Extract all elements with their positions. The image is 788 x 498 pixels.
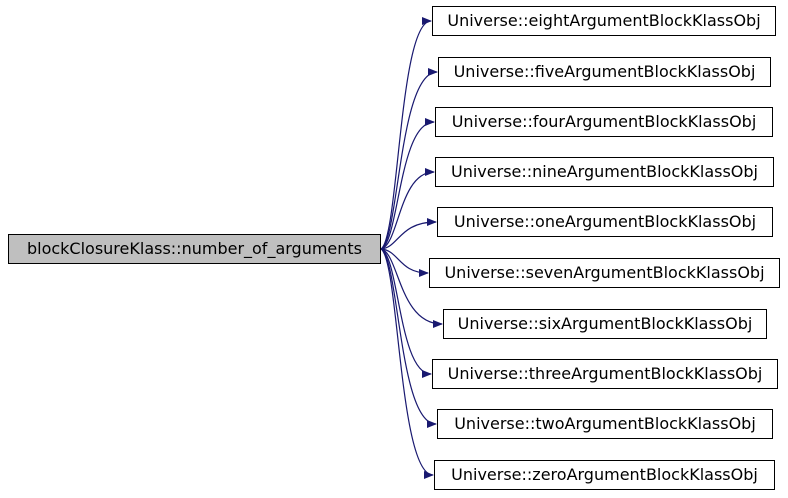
call-edge-6: [380, 248, 443, 328]
call-edge-3: [380, 168, 435, 250]
source-node-number-of-arguments: blockClosureKlass::number_of_arguments: [8, 234, 381, 264]
target-node-two-argument[interactable]: Universe::twoArgumentBlockKlassObj: [437, 409, 773, 439]
target-node-one-argument[interactable]: Universe::oneArgumentBlockKlassObj: [437, 207, 773, 237]
target-node-eight-argument[interactable]: Universe::eightArgumentBlockKlassObj: [432, 6, 776, 36]
target-node-three-argument[interactable]: Universe::threeArgumentBlockKlassObj: [432, 359, 778, 389]
target-node-six-argument[interactable]: Universe::sixArgumentBlockKlassObj: [443, 309, 767, 339]
call-edge-7: [380, 248, 432, 378]
target-node-zero-argument[interactable]: Universe::zeroArgumentBlockKlassObj: [434, 460, 775, 490]
target-node-four-argument[interactable]: Universe::fourArgumentBlockKlassObj: [435, 107, 773, 137]
target-node-seven-argument[interactable]: Universe::sevenArgumentBlockKlassObj: [429, 258, 780, 288]
call-edge-8: [380, 248, 437, 428]
target-node-nine-argument[interactable]: Universe::nineArgumentBlockKlassObj: [435, 157, 774, 187]
call-edge-0: [380, 17, 432, 250]
call-edge-1: [380, 68, 438, 250]
call-edge-9: [380, 248, 434, 479]
target-node-five-argument[interactable]: Universe::fiveArgumentBlockKlassObj: [438, 57, 771, 87]
call-edge-5: [380, 248, 429, 277]
call-edge-4: [380, 218, 437, 250]
call-edge-2: [380, 118, 435, 250]
